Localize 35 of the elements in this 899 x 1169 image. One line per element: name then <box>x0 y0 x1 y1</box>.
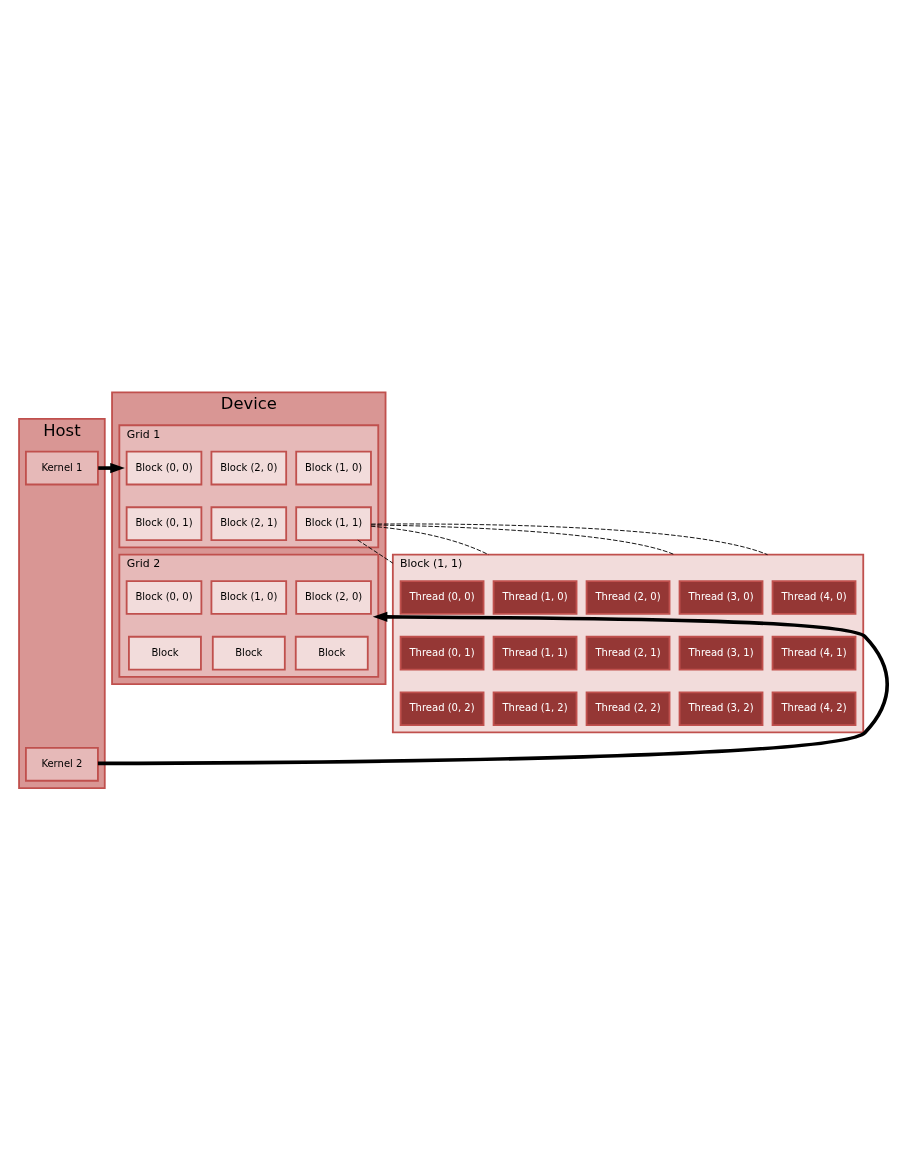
node-box: Block (2, 0) <box>210 450 288 485</box>
node-box: Thread (0, 2) <box>399 690 485 726</box>
node-box: Thread (2, 0) <box>585 579 671 615</box>
node-box: Thread (3, 1) <box>678 635 764 670</box>
node-box: Block (2, 0) <box>295 579 372 615</box>
node-box: Block (1, 0) <box>210 579 288 615</box>
arrow <box>97 611 889 765</box>
connector <box>357 539 394 564</box>
node-box: Block (1, 0) <box>295 450 372 485</box>
node-box: Thread (0, 0) <box>399 579 485 615</box>
node-box: Thread (4, 2) <box>771 690 857 726</box>
node-box: Thread (1, 1) <box>492 635 578 670</box>
node-box: Thread (4, 0) <box>771 579 857 615</box>
node-box: Thread (0, 1) <box>399 635 485 670</box>
arrow <box>98 462 125 473</box>
node-box: Thread (2, 1) <box>585 635 671 670</box>
node-box: Thread (3, 2) <box>678 690 764 726</box>
node-box: Block <box>211 635 286 670</box>
node-box: Block <box>128 635 202 670</box>
node-box: Thread (2, 2) <box>585 690 671 726</box>
node-box: Thread (1, 0) <box>492 579 578 615</box>
node-box: Block (1, 1) <box>295 505 372 541</box>
connector <box>370 523 675 555</box>
node-box: Block (2, 1) <box>210 505 288 541</box>
node-box: Thread (4, 1) <box>771 635 857 670</box>
node-box: Block (0, 0) <box>125 579 203 615</box>
node-box: Thread (1, 2) <box>492 690 578 726</box>
node-box: Block <box>294 635 369 670</box>
connector <box>370 525 489 555</box>
connector <box>370 523 768 555</box>
node-box: Kernel 1 <box>25 450 99 485</box>
node-box: Thread (3, 0) <box>678 579 764 615</box>
node-box: Block (0, 0) <box>125 450 203 485</box>
node-box: Block (0, 1) <box>125 505 203 541</box>
node-box: Kernel 2 <box>25 746 99 782</box>
